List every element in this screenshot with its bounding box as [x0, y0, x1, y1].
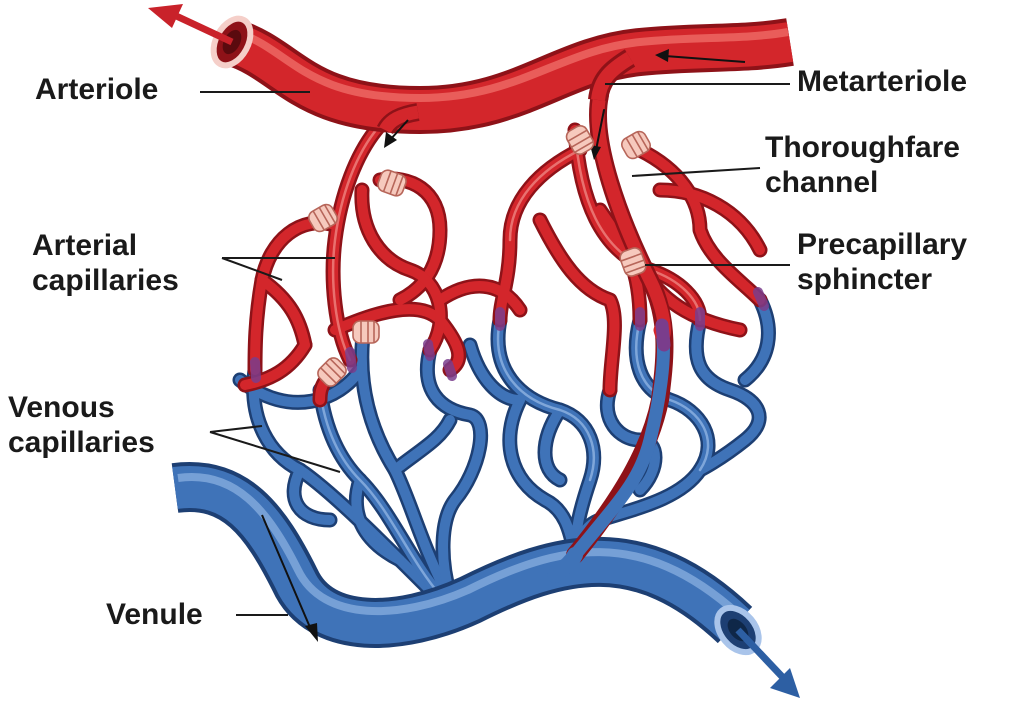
label-arterial-line1: Arterial — [32, 229, 138, 262]
leader-lines — [200, 83, 790, 616]
label-arterial-line2: capillaries — [32, 264, 179, 297]
sphincter — [377, 169, 407, 197]
sphincter — [565, 125, 595, 155]
label-thoroughfare-line2: channel — [765, 166, 879, 199]
label-precapillary-line1: Precapillary — [797, 228, 968, 261]
label-thoroughfare-line1: Thoroughfare — [765, 131, 960, 164]
label-venous-line1: Venous — [8, 391, 115, 424]
label-arterial-capillaries: Arterial capillaries — [32, 228, 179, 298]
label-arteriole-text: Arteriole — [35, 73, 159, 106]
arterial-capillaries — [237, 112, 769, 408]
sphincter — [621, 130, 651, 160]
venous-caps-leader-2 — [209, 431, 341, 473]
sphincter — [317, 357, 347, 387]
label-precapillary-sphincter: Precapillary sphincter — [797, 227, 967, 297]
arterial-caps-leader-1 — [221, 257, 283, 281]
sphincter — [308, 203, 338, 233]
sphincter — [352, 320, 380, 344]
label-venule-text: Venule — [106, 598, 203, 631]
arteriole — [148, 4, 794, 148]
label-precapillary-line2: sphincter — [797, 263, 933, 296]
label-metarteriole-text: Metarteriole — [797, 65, 968, 98]
sphincter — [619, 247, 647, 277]
venule — [171, 462, 800, 698]
label-venous-line2: capillaries — [8, 426, 155, 459]
label-thoroughfare-channel: Thoroughfare channel — [765, 130, 960, 200]
venous-capillaries — [232, 292, 776, 603]
label-metarteriole: Metarteriole — [797, 64, 967, 99]
precapillary-sphincters — [308, 125, 651, 387]
label-venous-capillaries: Venous capillaries — [8, 390, 155, 460]
label-venule: Venule — [106, 597, 203, 632]
label-arteriole: Arteriole — [35, 72, 158, 107]
thoroughfare-leader — [631, 167, 761, 177]
venous-caps-leader-1 — [209, 425, 263, 433]
